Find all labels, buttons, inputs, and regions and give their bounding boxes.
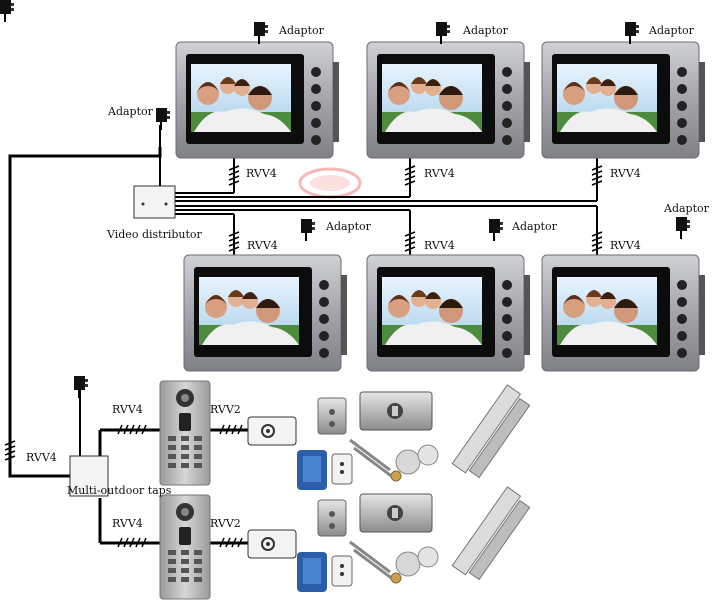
adaptor-icon [488,218,504,242]
cable-label: RVV4 [112,403,143,416]
cable-hatch-marks [4,165,603,548]
adaptor-label: Adaptor [463,24,508,37]
remote-control-icon [297,450,327,490]
adaptor-label: Adaptor [108,105,153,118]
multi-outdoor-taps-box [69,455,109,497]
adaptor-label: Adaptor [664,202,709,215]
lock-bracket-icon [317,397,347,435]
wiring [8,125,598,545]
key-icon [349,438,402,482]
magnetic-lock-icon [451,384,531,479]
adaptor-icon [253,21,269,45]
rfid-tag-icon [395,444,439,475]
adaptor-label: Adaptor [279,24,324,37]
monitor-bottom-right [541,254,706,372]
adaptor-label: Adaptor [649,24,694,37]
electric-lock-icon [359,391,433,431]
video-distributor-box [133,185,176,219]
cable-label: RVV4 [610,167,641,180]
lock-cable-label: RVV2 [210,517,241,530]
adaptor-icon [155,107,171,131]
lock-cable-label: RVV2 [210,403,241,416]
adaptor-icon [300,218,316,242]
adaptor-icon [0,0,14,22]
adaptor-icon [624,21,640,45]
adaptor-label: Adaptor [512,220,557,233]
cable-label: RVV4 [424,167,455,180]
accessories-cluster [297,384,531,490]
remote-control-icon [331,453,353,485]
electric-lock-icon [247,529,297,559]
electric-lock-icon [247,416,297,446]
adaptor-icon [675,216,691,240]
monitor-bottom-middle [366,254,531,372]
multi-outdoor-taps-label: Multi-outdoor taps [67,484,172,497]
cable-label: RVV4 [246,167,277,180]
monitor-top-middle [366,41,531,159]
cable-label: RVV4 [424,239,455,252]
cable-label: RVV4 [26,451,57,464]
adaptor-label: Adaptor [326,220,371,233]
cable-label: RVV4 [610,239,641,252]
door-panel-icon [159,380,211,486]
monitor-top-left [175,41,339,159]
monitor-top-right [541,41,706,159]
cable-label: RVV4 [112,517,143,530]
monitor-buttons [311,67,321,145]
video-distributor-label: Video distributor [107,228,202,241]
monitor-bottom-left [183,254,348,372]
cable-label: RVV4 [247,239,278,252]
adaptor-icon [435,21,451,45]
door-panel-icon [159,494,211,600]
